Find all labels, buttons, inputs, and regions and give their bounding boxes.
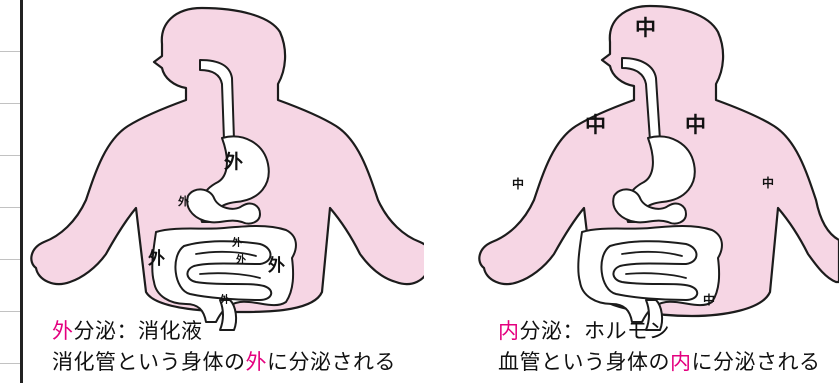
endocrine-title: 分泌：ホルモン [519, 319, 670, 343]
small-intestine-label-upper: 外 [232, 238, 242, 249]
left-arm-label: 中 [762, 176, 775, 190]
abdomen-label: 中 [703, 293, 716, 307]
endocrine-mark: 内 [498, 319, 520, 343]
rectum [219, 299, 238, 331]
endocrine-desc-before: 血管という身体の [498, 350, 670, 374]
endocrine-desc-after: に分泌される [691, 350, 821, 374]
small-intestine [174, 240, 273, 301]
exocrine-desc-after: に分泌される [267, 350, 396, 374]
descending-colon-label: 外 [268, 256, 285, 276]
right-arm-label: 中 [512, 177, 525, 191]
margin-strip [0, 0, 20, 383]
right-chest-label: 中 [585, 113, 606, 137]
head-label: 中 [635, 16, 656, 40]
duodenum [612, 188, 687, 225]
endocrine-desc-mark: 内 [670, 350, 692, 374]
exocrine-body-illustration [30, 6, 424, 331]
small-intestine-folds [621, 250, 687, 279]
duodenum [186, 188, 261, 225]
exocrine-mark: 外 [52, 319, 74, 343]
exocrine-caption-line2: 消化管という身体の外に分泌される [52, 352, 396, 373]
margin-rule [20, 0, 23, 383]
rectum-label: 外 [220, 295, 230, 306]
small-intestine [600, 240, 699, 301]
exocrine-desc-before: 消化管という身体の [52, 350, 246, 374]
endocrine-body-illustration [478, 4, 839, 331]
duodenum-label: 外 [178, 195, 189, 208]
endocrine-caption-line1: 内分泌：ホルモン [498, 321, 670, 342]
endocrine-panel: 中 中 中 中 中 中 内分泌：ホルモン 血管という身体の内に分泌される [432, 0, 839, 383]
margin-lines [0, 0, 20, 383]
small-intestine-folds [195, 250, 261, 279]
ascending-colon-label: 外 [148, 249, 165, 269]
endocrine-caption-line2: 血管という身体の内に分泌される [498, 352, 821, 373]
stomach-label: 外 [224, 151, 244, 173]
exocrine-desc-mark: 外 [245, 350, 267, 374]
left-chest-label: 中 [685, 113, 706, 137]
rectum [645, 299, 664, 331]
small-intestine-label-lower: 外 [236, 255, 246, 266]
exocrine-title: 分泌：消化液 [73, 319, 203, 343]
exocrine-caption-line1: 外分泌：消化液 [52, 321, 203, 342]
exocrine-panel: 外 外 外 外 外 外 外 外分泌：消化液 消化管という身体の外に分泌される [24, 0, 424, 383]
